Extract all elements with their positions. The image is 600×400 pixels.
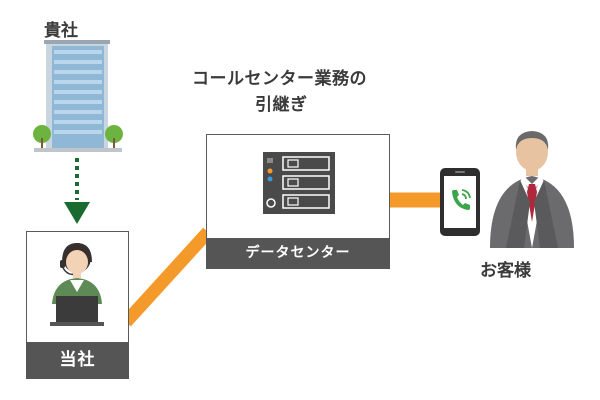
handover-arrow <box>64 158 90 224</box>
phone-call-icon <box>452 189 471 210</box>
client-label: 貴社 <box>44 21 78 41</box>
operator-icon <box>50 242 104 326</box>
businessman-icon <box>490 131 574 248</box>
orange-line-our-to-dc <box>121 227 213 327</box>
our-company-label: 当社 <box>26 342 129 379</box>
building-icon <box>33 40 123 152</box>
customer-label: お客様 <box>480 261 531 281</box>
data-center-label: データセンター <box>206 238 390 269</box>
title-line-2: 引継ぎ <box>255 95 308 115</box>
smartphone-icon <box>440 168 480 236</box>
server-icon <box>263 152 335 214</box>
title-line-1: コールセンター業務の <box>192 69 367 89</box>
